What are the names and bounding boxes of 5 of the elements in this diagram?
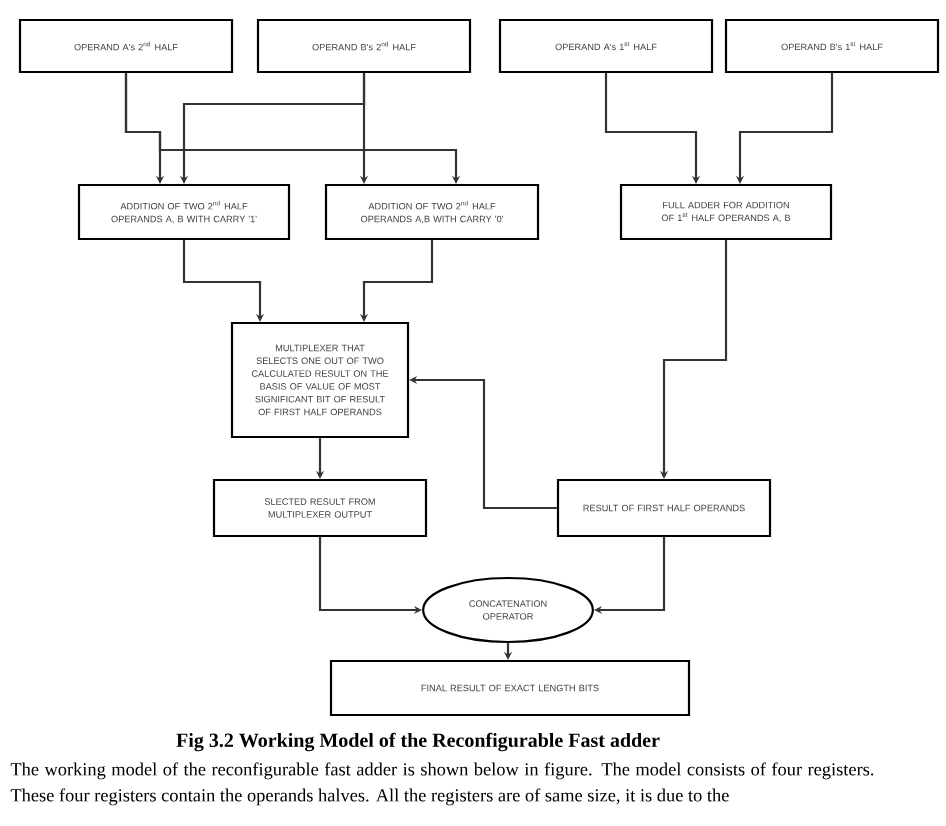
arrow (604, 73, 701, 184)
arrow (124, 73, 461, 184)
body-paragraph: The working model of the reconfigurable fast adder is shown below in figure. The model consists of four registers. These four registers contain the operands halves. All the registers are of same size, it is due to the (10, 762, 874, 806)
figure-caption: Fig 3.2 Working Model of the Reconfigurable Fast adder (176, 732, 660, 752)
arrow (182, 240, 265, 322)
